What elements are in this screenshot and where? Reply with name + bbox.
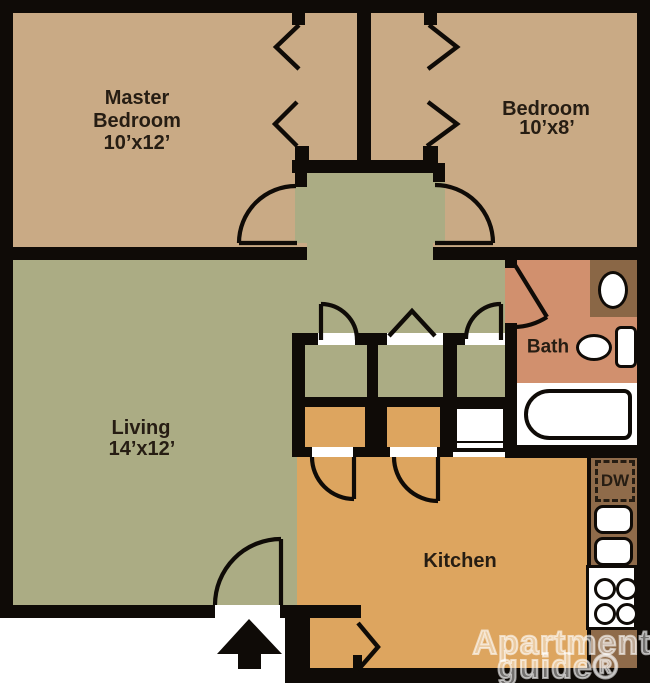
hall-closet-bifold-door-icon xyxy=(387,307,437,338)
hall-closet-door-left-icon xyxy=(318,301,360,341)
living-dims: 14’x12’ xyxy=(108,438,176,460)
wall-outer-bottom-right xyxy=(285,668,650,683)
living-label: Living xyxy=(111,417,171,439)
wall-hall-left-stub xyxy=(295,163,307,187)
master-closet-bifold-door-icon xyxy=(271,23,301,148)
wall-bath-left xyxy=(505,323,517,457)
wall-kitchencloset-bottom-1 xyxy=(292,447,312,457)
wall-appliance-nook-left xyxy=(440,407,453,457)
kitchen-closet1-floor xyxy=(305,407,365,447)
pantry-bifold-door-icon xyxy=(356,621,381,672)
master-doorway-floor xyxy=(295,187,307,243)
hall-closet1-floor xyxy=(297,345,367,397)
bathroom-sink-icon xyxy=(598,271,628,309)
wall-bath-bottom xyxy=(505,445,650,458)
wall-entry-closet-vert xyxy=(285,605,310,683)
wall-main-left xyxy=(0,247,307,260)
washer-appliance-icon xyxy=(453,405,507,452)
watermark-line2: guide® xyxy=(496,648,619,683)
wall-hallcloset-div2 xyxy=(443,345,457,397)
wall-outer-left xyxy=(0,0,13,617)
bedroom-closet-bifold-door-icon xyxy=(425,23,461,148)
hall-closet2-floor xyxy=(378,345,443,397)
wall-master-closet-stub-bottom xyxy=(295,146,309,163)
wall-main-right xyxy=(433,247,650,260)
toilet-tank-icon xyxy=(615,326,637,368)
wall-hallcloset-top-2 xyxy=(355,333,387,345)
wall-bedroom-closet-stub-top xyxy=(424,13,437,25)
kitchen-floor xyxy=(297,457,590,668)
kitchen-sink-basin-1 xyxy=(594,505,633,534)
stove-burner-icon xyxy=(594,603,616,625)
dishwasher-icon: DW xyxy=(595,460,635,502)
kitchen-closet-door-left-icon xyxy=(309,456,357,502)
bathtub-icon xyxy=(524,389,632,440)
kitchen-label: Kitchen xyxy=(423,550,497,572)
master-bedroom-door-icon xyxy=(236,183,297,246)
bath-label: Bath xyxy=(526,336,570,358)
wall-living-bottom xyxy=(0,605,215,618)
wall-hallcloset-left xyxy=(292,333,305,457)
dishwasher-label: DW xyxy=(600,471,630,490)
entry-door-icon xyxy=(212,536,284,606)
master-bedroom-label-line2: Bedroom xyxy=(93,110,181,132)
wall-bedroom-closet-stub-bottom xyxy=(423,146,438,163)
bedroom-doorway-floor xyxy=(433,182,445,243)
kitchen-closet-door-right-icon xyxy=(391,456,441,504)
bedroom-door-icon xyxy=(434,182,496,246)
kitchen-closet2-floor xyxy=(387,407,440,447)
stove-burner-icon xyxy=(594,578,616,600)
wall-outer-right xyxy=(637,0,650,683)
wall-counter-edge xyxy=(587,455,591,668)
washer-appliance-line xyxy=(457,441,503,443)
wall-entry-closet-stub xyxy=(353,655,362,672)
wall-kitchencloset-bottom-2 xyxy=(353,447,390,457)
bedroom-dims: 10’x8’ xyxy=(519,117,575,139)
hallway-floor xyxy=(307,163,433,247)
bath-door-icon xyxy=(513,263,549,330)
stove-burner-icon xyxy=(616,603,638,625)
kitchen-sink-basin-2 xyxy=(594,537,633,566)
wall-closets-bottom xyxy=(292,160,438,173)
wall-outer-top xyxy=(0,0,650,13)
master-bedroom-dims: 10’x12’ xyxy=(103,132,171,154)
wall-kitchencloset-div xyxy=(365,407,387,447)
toilet-bowl-icon xyxy=(576,334,612,361)
wall-closet-divider-top xyxy=(357,13,371,163)
watermark-line1: Apartment xyxy=(471,624,650,662)
master-bedroom-label-line1: Master xyxy=(104,87,170,109)
wall-master-closet-stub-top xyxy=(292,13,305,25)
wall-hall-right-stub xyxy=(433,163,445,182)
hall-closet-door-right-icon xyxy=(463,301,504,340)
wall-hallcloset-div1 xyxy=(367,345,378,397)
wall-hallcloset-top-3 xyxy=(443,333,465,345)
bedroom-label: Bedroom xyxy=(502,98,590,120)
entry-arrow-icon xyxy=(217,619,282,669)
wall-closet-row-mid xyxy=(295,397,517,407)
stove-burner-icon xyxy=(616,578,638,600)
wall-bath-stub xyxy=(505,258,517,268)
